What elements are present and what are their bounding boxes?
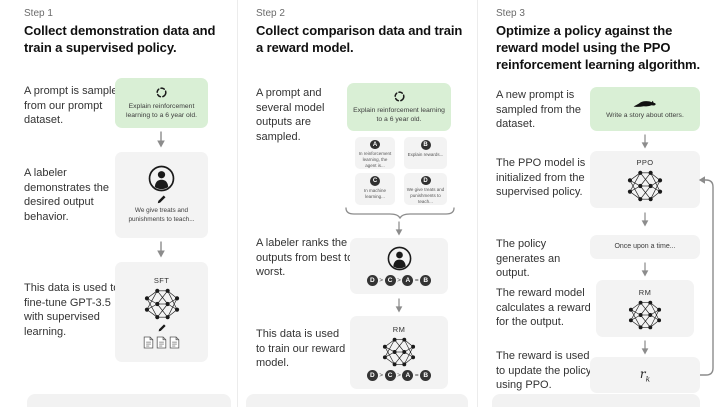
cutoff-card [27, 394, 231, 407]
cutoff-card [246, 394, 468, 407]
training-documents [143, 336, 180, 349]
rank-letter: C [384, 275, 396, 286]
reward-symbol: rk [639, 366, 651, 384]
column-divider-2 [477, 0, 478, 407]
step3-prompt-box: Write a story about otters. [590, 87, 700, 131]
step2-row1-text: A prompt and several model outputs are s… [256, 87, 325, 143]
step1-row3-text: This data is used to fine-tune GPT-3.5 w… [24, 282, 120, 338]
step3-prompt-caption: Write a story about otters. [606, 111, 684, 119]
step3-output-caption: Once upon a time... [614, 243, 676, 251]
neural-network-icon [143, 288, 181, 320]
rank-separator: = [414, 371, 419, 379]
pencil-icon [157, 323, 167, 333]
step1-labeler-box: We give treats and punishments to teach.… [115, 152, 208, 238]
down-arrow-icon [640, 212, 650, 227]
document-icon [156, 336, 167, 349]
rm-model-label: RM [638, 287, 652, 297]
step1-sft-box: SFT [115, 262, 208, 362]
output-d-caption: We give treats and punishments to teach.… [406, 187, 445, 205]
step2-heading: Collect comparison data and train a rewa… [256, 23, 463, 56]
down-arrow-icon [156, 241, 166, 258]
down-arrow-icon [640, 340, 650, 355]
cycle-refresh-icon [393, 90, 406, 103]
output-c-caption: In machine learning... [363, 188, 386, 199]
step3-row4-text: The reward model calculates a reward for… [496, 287, 591, 329]
step3-label: Step 3 [496, 8, 525, 19]
step3-row5-text: The reward is used to update the policy … [496, 350, 592, 392]
step3-row3-text: The policy generates an output. [496, 238, 561, 280]
column-divider-1 [237, 0, 238, 407]
step3-reward-box: rk [590, 357, 700, 393]
output-c-box: C In machine learning... [355, 173, 395, 205]
output-a-box: A In reinforcement learning, the agent i… [355, 137, 395, 169]
rank-letter: D [366, 275, 378, 286]
step1-prompt-caption: Explain reinforcement learning to a 6 ye… [125, 102, 198, 119]
rank-separator: > [397, 371, 401, 379]
step3-heading: Optimize a policy against the reward mod… [496, 23, 701, 73]
rm-model-label: RM [392, 324, 406, 334]
pencil-icon [156, 194, 167, 205]
step3-rm-box: RM [596, 280, 694, 337]
cutoff-card [492, 394, 700, 407]
document-icon [169, 336, 180, 349]
step3-output-box: Once upon a time... [590, 235, 700, 259]
step1-prompt-box: Explain reinforcement learning to a 6 ye… [115, 78, 208, 128]
rank-letter: D [366, 369, 378, 381]
down-arrow-icon [156, 131, 166, 148]
rank-separator: > [379, 277, 384, 284]
step2-labeler-box: D > C > A = B [350, 238, 448, 294]
rank-letter: A [402, 275, 414, 286]
ppo-model-label: PPO [636, 157, 654, 167]
step1-labeler-caption: We give treats and punishments to teach.… [128, 207, 195, 223]
step1-row2-text: A labeler demonstrates the desired outpu… [24, 167, 109, 223]
ranking-row: D > C > A = B [366, 369, 432, 381]
step2-label: Step 2 [256, 8, 285, 19]
step3-row1-text: A new prompt is sampled from the dataset… [496, 89, 581, 131]
down-arrow-icon [640, 134, 650, 149]
brace-icon [344, 207, 456, 219]
sft-model-label: SFT [153, 275, 170, 285]
neural-network-icon [627, 300, 663, 330]
step3-ppo-box: PPO [590, 151, 700, 208]
output-d-box: D We give treats and punishments to teac… [404, 173, 447, 205]
step3-row2-text: The PPO model is initialized from the su… [496, 157, 586, 199]
output-a-badge: A [370, 140, 380, 150]
step2-rm-box: RM D > C > A = B [350, 316, 448, 389]
rank-letter: A [402, 369, 414, 381]
rank-separator: > [397, 277, 401, 284]
neural-network-icon [381, 337, 417, 367]
step1-row1-text: A prompt is sampled from our prompt data… [24, 85, 124, 127]
step2-prompt-caption: Explain reinforcement learning to a 6 ye… [353, 106, 445, 123]
cycle-refresh-icon [155, 86, 168, 99]
step1-heading: Collect demonstration data and train a s… [24, 23, 216, 56]
output-b-badge: B [420, 140, 431, 150]
output-c-badge: C [370, 176, 380, 186]
down-arrow-icon [640, 262, 650, 277]
otter-icon [633, 98, 657, 109]
rank-letter: C [384, 369, 396, 381]
down-arrow-icon [394, 221, 404, 236]
neural-network-icon [626, 170, 664, 202]
person-icon [148, 165, 175, 192]
output-b-box: B Explain rewards... [404, 137, 447, 169]
rank-separator: = [414, 277, 419, 284]
ranking-row: D > C > A = B [366, 275, 432, 286]
step1-label: Step 1 [24, 8, 53, 19]
rank-separator: > [379, 371, 384, 379]
feedback-loop-arrow-icon [698, 176, 714, 376]
step2-row3-text: This data is used to train our reward mo… [256, 328, 346, 370]
step2-prompt-box: Explain reinforcement learning to a 6 ye… [347, 83, 451, 131]
rank-letter: B [420, 275, 432, 286]
output-b-caption: Explain rewards... [407, 152, 444, 157]
step2-row2-text: A labeler ranks the outputs from best to… [256, 237, 354, 279]
down-arrow-icon [394, 298, 404, 313]
output-d-badge: D [420, 176, 431, 186]
document-icon [143, 336, 154, 349]
rank-letter: B [420, 369, 432, 381]
output-a-caption: In reinforcement learning, the agent is.… [358, 151, 392, 169]
person-icon [387, 246, 412, 271]
